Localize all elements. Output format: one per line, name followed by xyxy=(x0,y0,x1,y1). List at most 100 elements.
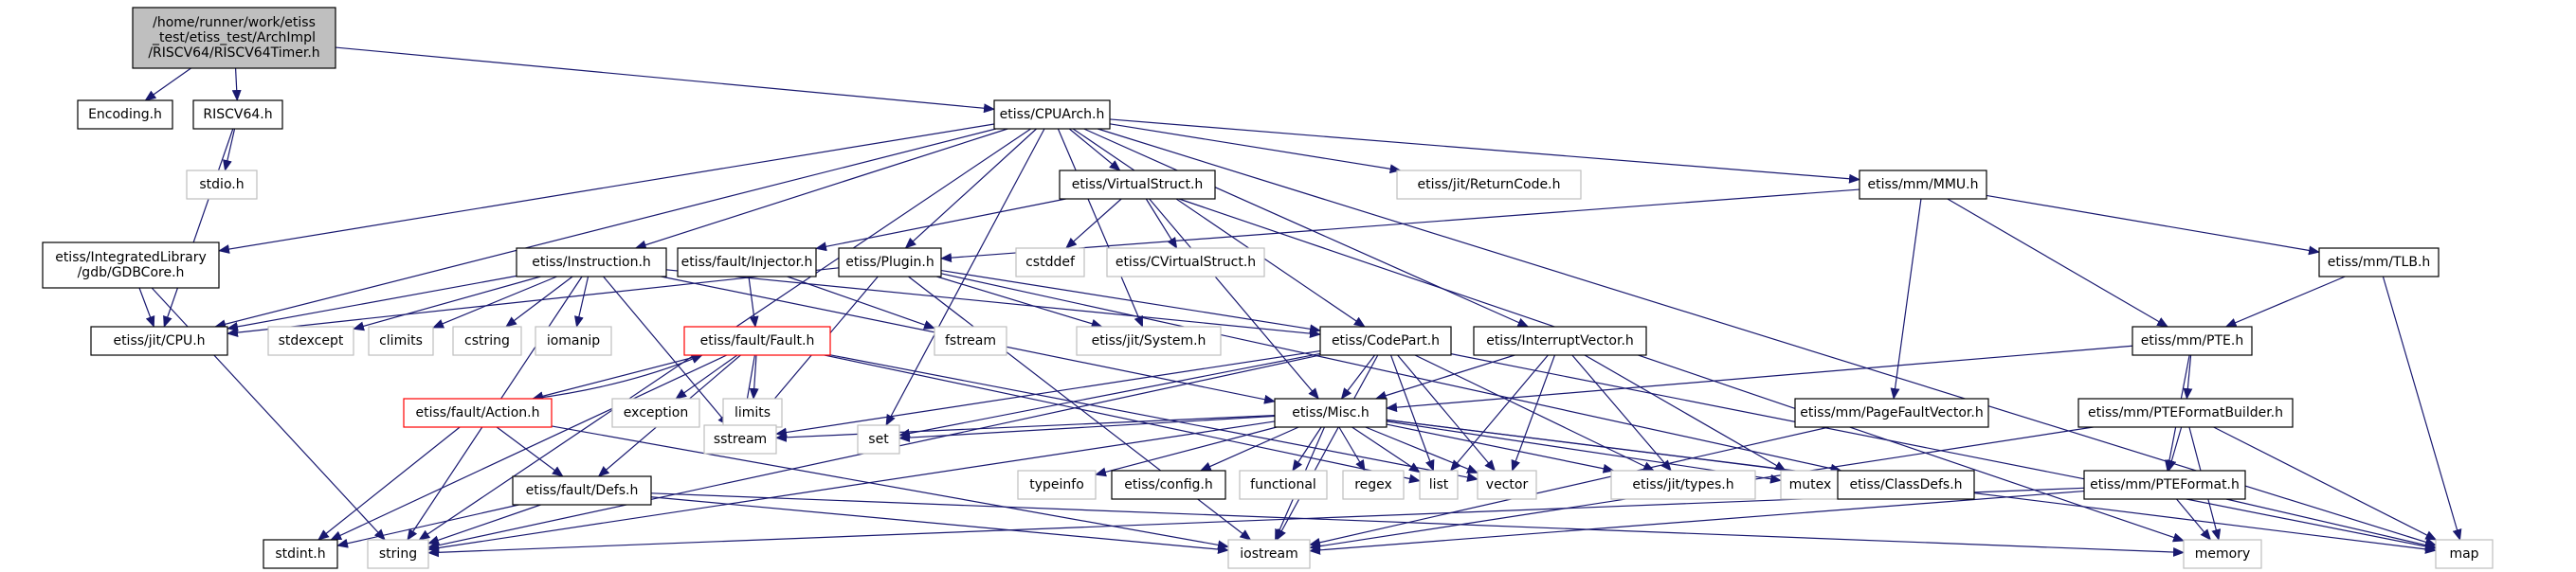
edge-injector-to-fstream xyxy=(787,276,935,330)
node-box-gdbcore xyxy=(42,241,220,289)
node-cstring: cstring xyxy=(452,326,522,356)
edge-cpuarch-to-cpu xyxy=(214,128,997,330)
node-system: etiss/jit/System.h xyxy=(1076,326,1222,356)
edge-codepart-to-set xyxy=(898,352,1321,438)
edge-riscv64-to-stdio xyxy=(223,128,236,171)
node-action[interactable]: etiss/fault/Action.h xyxy=(403,398,553,428)
node-box-cpu xyxy=(90,326,228,356)
node-box-injector xyxy=(677,247,817,277)
node-sstream: sstream xyxy=(703,424,777,455)
node-label-plugin: etiss/Plugin.h xyxy=(845,255,934,270)
edge-fault-to-limits xyxy=(749,354,759,400)
node-gdbcore[interactable]: etiss/IntegratedLibrary/gdb/GDBCore.h xyxy=(42,241,220,289)
edge-cpuarch-to-gdbcore xyxy=(218,123,995,254)
node-label-system: etiss/jit/System.h xyxy=(1092,333,1206,349)
node-box-list xyxy=(1419,470,1459,500)
edge-codepart-to-list xyxy=(1389,354,1435,472)
node-plugin[interactable]: etiss/Plugin.h xyxy=(838,247,942,277)
node-label-pteformat: etiss/mm/PTEFormat.h xyxy=(2090,477,2240,492)
edge-cpuarch-to-instruction xyxy=(634,128,1008,250)
node-virtualstruct[interactable]: etiss/VirtualStruct.h xyxy=(1059,170,1216,200)
node-cpu[interactable]: etiss/jit/CPU.h xyxy=(90,326,228,356)
node-label-riscv64: RISCV64.h xyxy=(203,107,272,122)
node-defs[interactable]: etiss/fault/Defs.h xyxy=(512,475,652,506)
edge-codepart-to-map xyxy=(1450,353,2437,551)
edge-codepart-to-iostream xyxy=(1276,354,1379,541)
node-label-stdint: stdint.h xyxy=(275,546,325,562)
node-mmu[interactable]: etiss/mm/MMU.h xyxy=(1859,170,1987,200)
node-pagefaultvector[interactable]: etiss/mm/PageFaultVector.h xyxy=(1794,398,1989,428)
node-codepart[interactable]: etiss/CodePart.h xyxy=(1319,326,1452,356)
node-box-memory xyxy=(2183,539,2262,569)
node-label-limits: limits xyxy=(735,405,771,420)
node-regex: regex xyxy=(1342,470,1405,500)
node-box-vector xyxy=(1477,470,1537,500)
node-root[interactable]: /home/runner/work/etiss_test/etiss_test/… xyxy=(132,7,336,69)
node-interruptvector[interactable]: etiss/InterruptVector.h xyxy=(1473,326,1647,356)
node-label-codepart: etiss/CodePart.h xyxy=(1332,333,1440,349)
node-pteformat[interactable]: etiss/mm/PTEFormat.h xyxy=(2083,470,2246,500)
node-box-codepart xyxy=(1319,326,1452,356)
node-config[interactable]: etiss/config.h xyxy=(1111,470,1226,500)
node-pteformatbuilder[interactable]: etiss/mm/PTEFormatBuilder.h xyxy=(2077,398,2294,428)
edge-mmu-to-tlb xyxy=(1986,194,2320,256)
node-label-gdbcore: etiss/IntegratedLibrary xyxy=(55,250,207,265)
node-iomanip: iomanip xyxy=(535,326,612,356)
edge-plugin-to-iostream xyxy=(908,276,1252,541)
node-encoding[interactable]: Encoding.h xyxy=(77,99,173,130)
node-label-action: etiss/fault/Action.h xyxy=(416,405,540,420)
node-box-virtualstruct xyxy=(1059,170,1216,200)
node-box-encoding xyxy=(77,99,173,130)
edge-injector-to-fault xyxy=(748,276,759,328)
node-box-stdexcept xyxy=(267,326,354,356)
node-injector[interactable]: etiss/fault/Injector.h xyxy=(677,247,817,277)
node-box-cstring xyxy=(452,326,522,356)
edge-cpuarch-to-returncode xyxy=(1109,123,1402,174)
edge-interruptvector-to-mutex xyxy=(1584,354,1787,472)
node-pte[interactable]: etiss/mm/PTE.h xyxy=(2132,326,2253,356)
edge-misc-to-typeinfo xyxy=(1095,426,1278,477)
edge-plugin-to-codepart xyxy=(940,269,1321,334)
edge-pteformat-to-iostream xyxy=(1309,490,2085,555)
edge-action-to-fault xyxy=(533,354,703,400)
node-label-iostream: iostream xyxy=(1240,546,1298,562)
edge-pteformatbuilder-to-pteformat xyxy=(2167,426,2183,472)
node-box-exception xyxy=(611,398,700,428)
node-label-config: etiss/config.h xyxy=(1124,477,1212,492)
edge-action-to-stdint xyxy=(317,426,461,541)
node-box-iomanip xyxy=(535,326,612,356)
edge-defs-to-memory xyxy=(650,492,2185,557)
node-label-root: _test/etiss_test/ArchImpl xyxy=(152,30,316,45)
node-box-stdio xyxy=(186,170,258,200)
node-label-virtualstruct: etiss/VirtualStruct.h xyxy=(1072,177,1204,192)
node-box-plugin xyxy=(838,247,942,277)
node-riscv64[interactable]: RISCV64.h xyxy=(192,99,283,130)
node-label-misc: etiss/Misc.h xyxy=(1292,405,1370,420)
node-label-mmu: etiss/mm/MMU.h xyxy=(1867,177,1978,192)
node-label-pagefaultvector: etiss/mm/PageFaultVector.h xyxy=(1800,405,1983,420)
node-label-pteformatbuilder: etiss/mm/PTEFormatBuilder.h xyxy=(2088,405,2283,420)
node-tlb[interactable]: etiss/mm/TLB.h xyxy=(2318,247,2440,277)
edge-gdbcore-to-string xyxy=(151,287,386,541)
edge-riscv64-to-cpu xyxy=(163,128,234,328)
node-climits: climits xyxy=(368,326,434,356)
node-instruction[interactable]: etiss/Instruction.h xyxy=(516,247,667,277)
node-box-pteformatbuilder xyxy=(2077,398,2294,428)
node-classdefs[interactable]: etiss/ClassDefs.h xyxy=(1837,470,1975,500)
node-cpuarch[interactable]: etiss/CPUArch.h xyxy=(993,99,1111,130)
node-stdint[interactable]: stdint.h xyxy=(263,539,338,569)
edge-instruction-to-sstream xyxy=(603,276,730,426)
edge-root-to-cpuarch xyxy=(335,46,995,114)
edge-gdbcore-to-cpu xyxy=(138,287,155,328)
node-stdio: stdio.h xyxy=(186,170,258,200)
node-cvirtualstruct: etiss/CVirtualStruct.h xyxy=(1106,247,1265,277)
node-box-tlb xyxy=(2318,247,2440,277)
edge-cpuarch-to-interruptvector xyxy=(1083,128,1530,328)
edge-codepart-to-misc xyxy=(1340,354,1376,400)
node-misc[interactable]: etiss/Misc.h xyxy=(1274,398,1388,428)
edge-fault-to-list xyxy=(824,354,1421,484)
edge-misc-to-config xyxy=(1199,426,1299,472)
edge-codepart-to-sstream xyxy=(775,349,1321,438)
node-fault[interactable]: etiss/fault/Fault.h xyxy=(683,326,831,356)
